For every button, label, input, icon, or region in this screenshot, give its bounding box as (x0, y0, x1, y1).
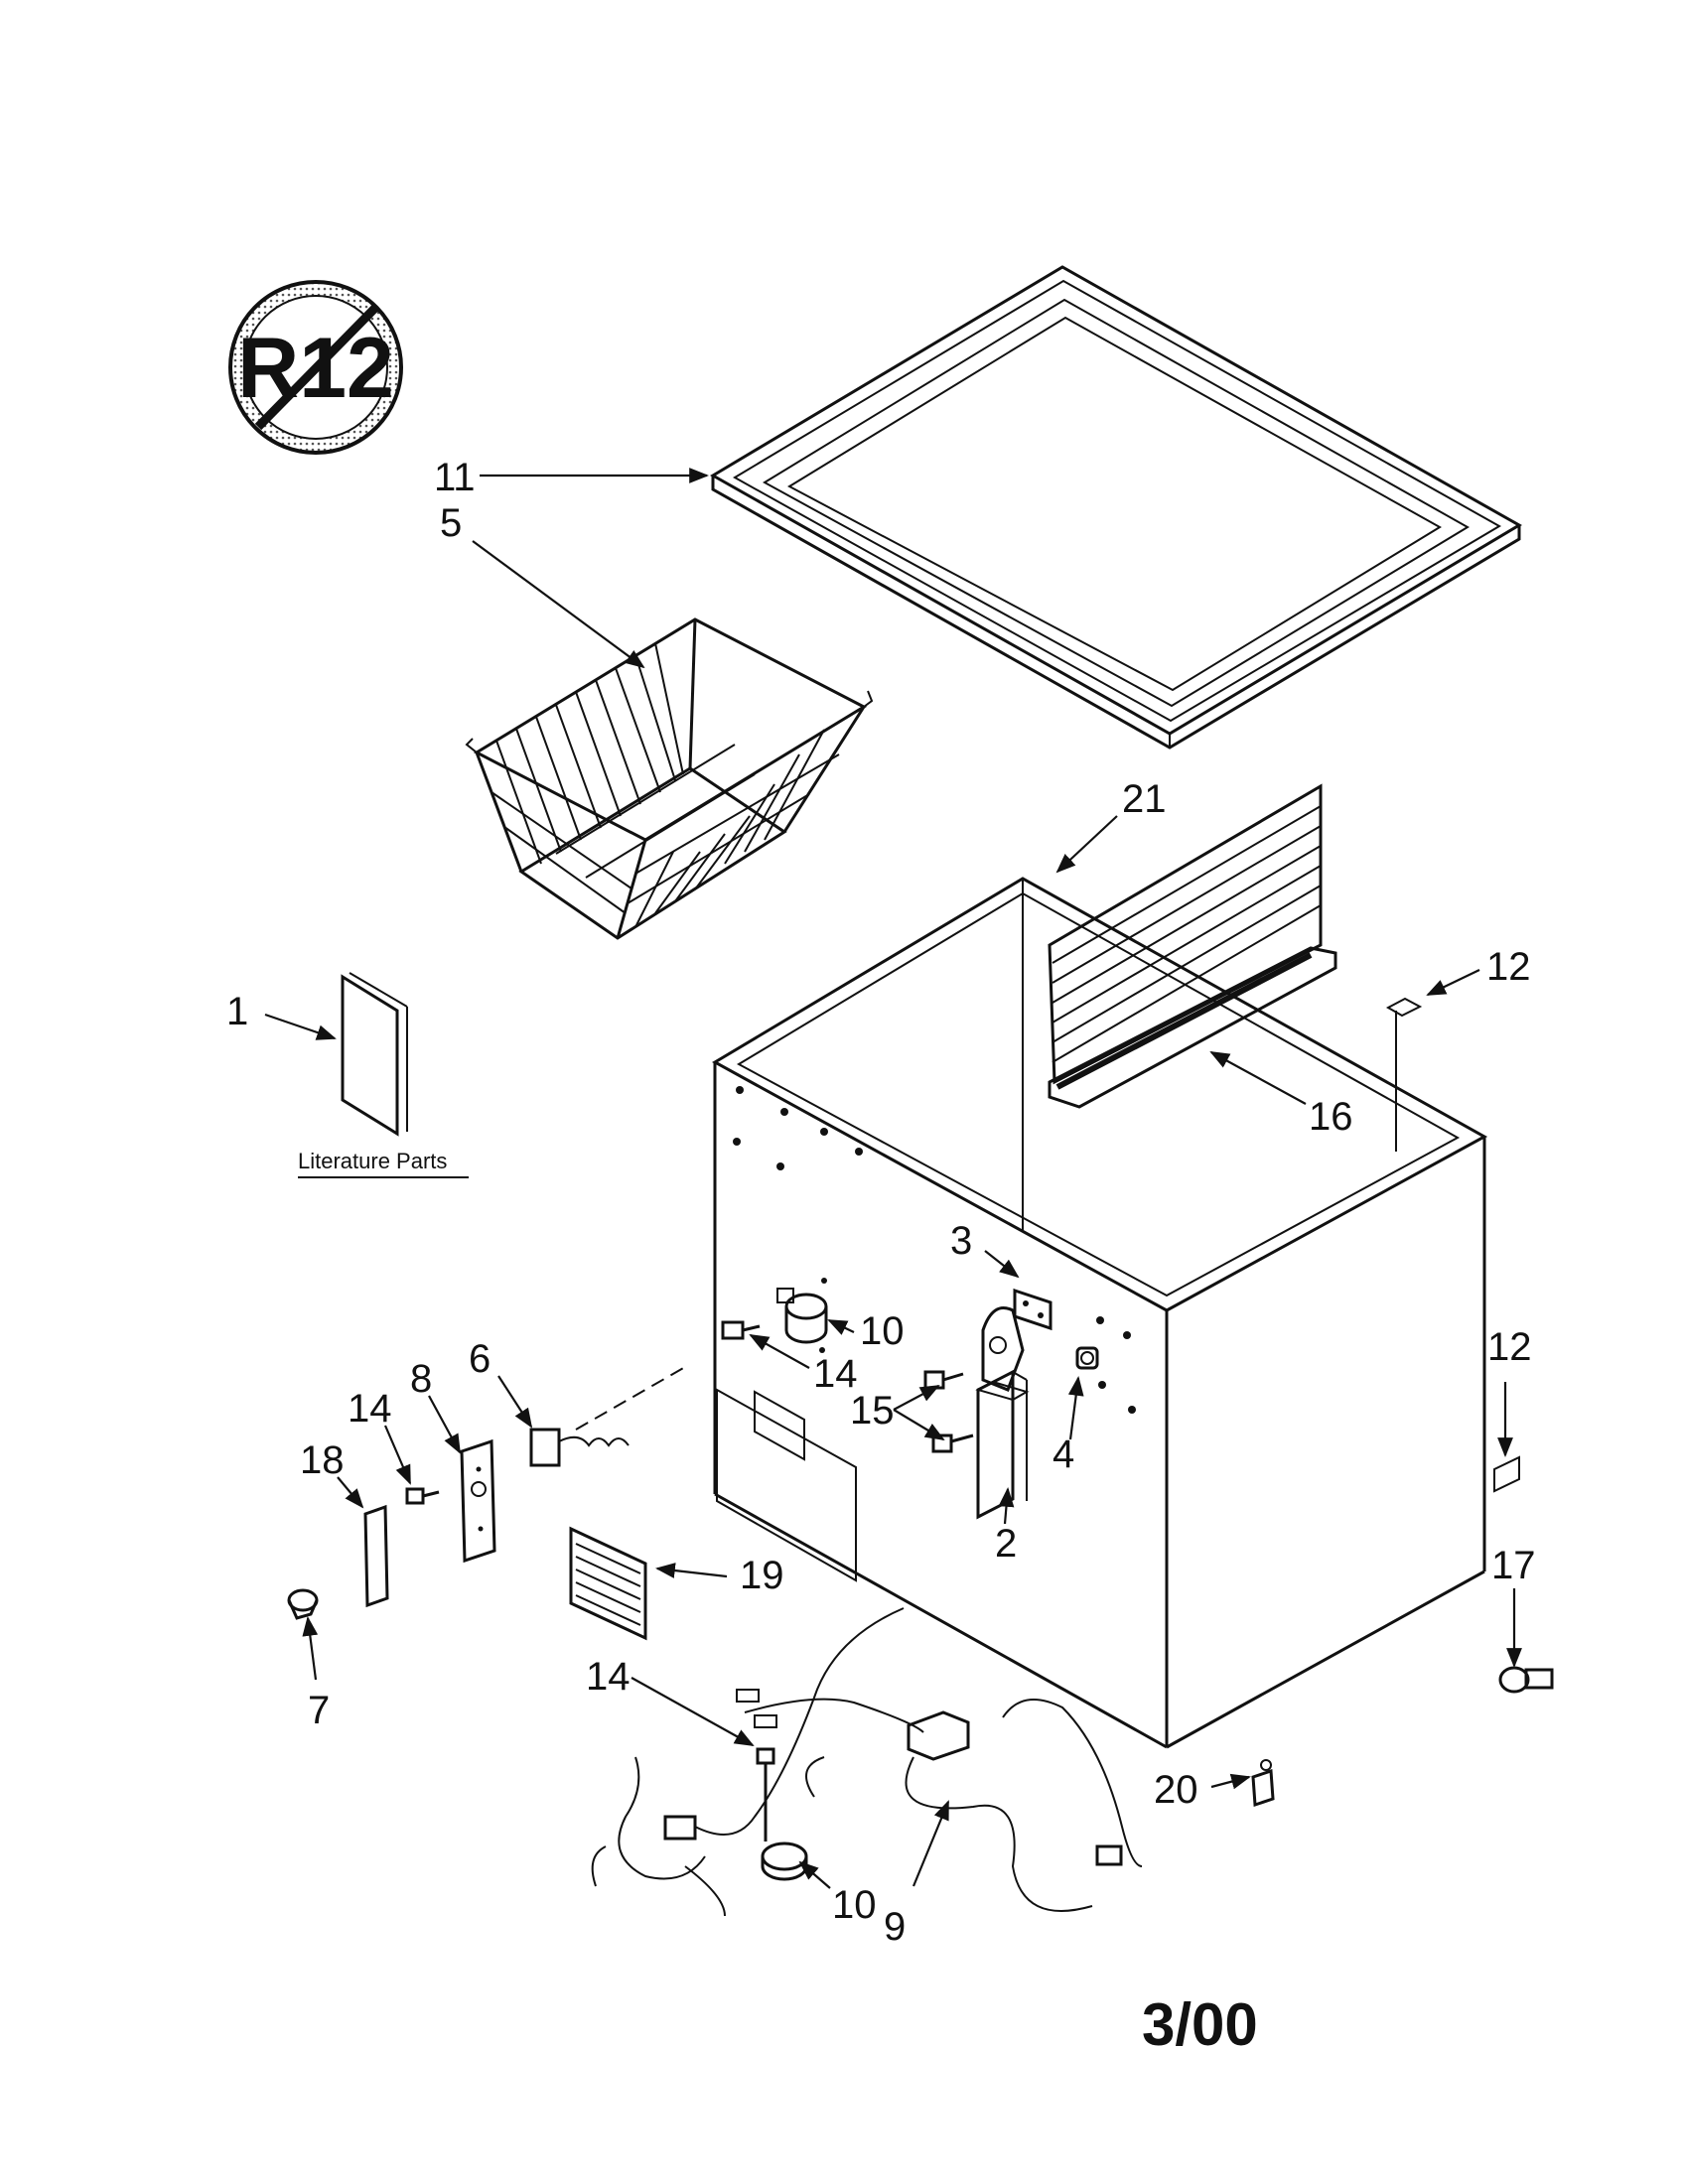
hinge-assembly (975, 1306, 1030, 1520)
small-label-top (1385, 997, 1423, 1018)
callout-12-side: 12 (1487, 1325, 1532, 1369)
callout-11: 11 (434, 456, 476, 499)
callout-2: 2 (995, 1522, 1017, 1566)
callout-21: 21 (1122, 777, 1167, 821)
callout-5: 5 (440, 501, 462, 545)
callout-12-top: 12 (1486, 945, 1531, 989)
date-code: 3/00 (1142, 1991, 1258, 2058)
thermostat (529, 1366, 686, 1467)
callout-15: 15 (850, 1389, 895, 1433)
callout-3: 3 (950, 1219, 972, 1263)
no-r12-logo: R12 (228, 280, 403, 455)
control-plate (460, 1438, 496, 1564)
hinge-screws (923, 1370, 974, 1453)
callout-1: 1 (226, 990, 248, 1033)
callout-14-left: 14 (348, 1387, 392, 1431)
freezer-cabinet (711, 877, 1488, 1749)
hinge-plate (1013, 1288, 1052, 1331)
capacitor-clamp-upper (776, 1278, 828, 1353)
callout-10-lower: 10 (832, 1883, 877, 1927)
divider-panel (1048, 783, 1337, 1109)
capacitor-clamp-lower (761, 1842, 808, 1881)
callout-7: 7 (308, 1689, 330, 1732)
callout-19: 19 (740, 1554, 784, 1597)
callout-14-lower: 14 (586, 1655, 631, 1699)
callout-4: 4 (1052, 1433, 1074, 1476)
trim-strip (363, 1504, 389, 1608)
control-knob (287, 1588, 319, 1620)
cord-clip (1251, 1759, 1275, 1808)
callout-20: 20 (1154, 1768, 1198, 1812)
callout-16: 16 (1309, 1095, 1353, 1139)
literature-booklet (341, 972, 408, 1137)
callout-14-upper: 14 (813, 1352, 858, 1396)
compressor-grille (569, 1526, 647, 1641)
wire-basket (465, 617, 874, 940)
hinge-nut (1075, 1346, 1099, 1370)
small-label-side (1493, 1455, 1520, 1493)
callout-17: 17 (1491, 1544, 1536, 1587)
literature-parts-label: Literature Parts (298, 1149, 447, 1173)
wiring-harness (591, 1607, 1143, 1917)
lid-liner-frame (710, 265, 1522, 750)
screw-lower (756, 1747, 775, 1842)
callout-9: 9 (884, 1905, 906, 1949)
callout-6: 6 (469, 1337, 491, 1381)
screw-upper (721, 1320, 761, 1340)
callout-8: 8 (410, 1357, 432, 1401)
callout-18: 18 (300, 1438, 345, 1482)
callout-10-upper: 10 (860, 1309, 905, 1353)
leader-lines (264, 468, 1522, 1889)
callout-labels: 11 5 21 12 16 1 3 10 14 15 4 2 12 6 8 14… (226, 456, 1536, 1949)
screw-left (405, 1487, 440, 1505)
leveling-leg (1498, 1666, 1554, 1694)
